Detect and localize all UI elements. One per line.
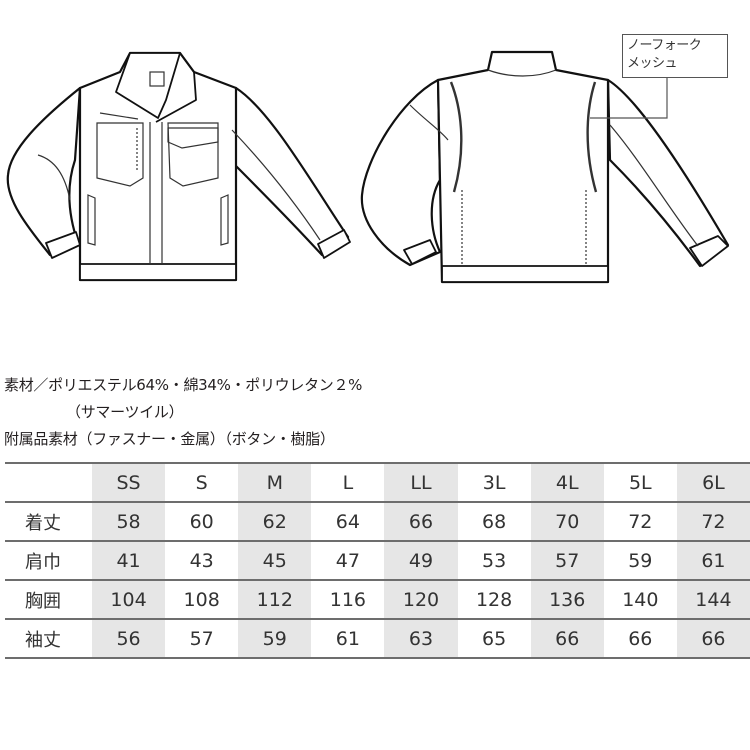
table-cell: 49 <box>384 541 458 581</box>
table-cell: 61 <box>676 541 750 581</box>
table-cell: 104 <box>92 580 166 620</box>
jacket-drawing-icon <box>6 50 730 284</box>
table-cell: 56 <box>92 619 166 659</box>
material-description: 素材／ポリエステル64%・綿34%・ポリウレタン２% （サマーツイル） 附属品素… <box>4 372 362 453</box>
table-cell: 108 <box>165 580 239 620</box>
table-cell: 60 <box>165 502 239 542</box>
size-col-header: L <box>311 462 385 503</box>
corner-cell <box>5 462 92 503</box>
table-cell: 66 <box>384 502 458 542</box>
table-cell: 62 <box>238 502 312 542</box>
table-cell: 43 <box>165 541 239 581</box>
table-cell: 59 <box>603 541 677 581</box>
table-cell: 59 <box>238 619 312 659</box>
table-cell: 136 <box>530 580 604 620</box>
table-cell: 70 <box>530 502 604 542</box>
table-cell: 116 <box>311 580 385 620</box>
table-cell: 64 <box>311 502 385 542</box>
no-fork-mesh-callout: ノーフォーク メッシュ <box>622 34 728 78</box>
size-chart-table: SS S M L LL 3L 4L 5L 6L 着丈 58 60 62 64 6… <box>5 462 750 659</box>
size-col-header: 3L <box>457 462 531 503</box>
table-cell: 120 <box>384 580 458 620</box>
table-cell: 140 <box>603 580 677 620</box>
table-cell: 57 <box>165 619 239 659</box>
table-cell: 58 <box>92 502 166 542</box>
size-col-header: M <box>238 462 312 503</box>
table-cell: 57 <box>530 541 604 581</box>
table-cell: 47 <box>311 541 385 581</box>
material-line-weave: （サマーツイル） <box>66 403 184 421</box>
table-row-chest: 胸囲 104 108 112 116 120 128 136 140 144 <box>5 580 750 620</box>
size-col-header: 4L <box>530 462 604 503</box>
row-label: 胸囲 <box>5 580 92 620</box>
size-col-header: S <box>165 462 239 503</box>
row-label: 肩巾 <box>5 541 92 581</box>
table-row-body-length: 着丈 58 60 62 64 66 68 70 72 72 <box>5 502 750 542</box>
size-col-header: 6L <box>676 462 750 503</box>
size-header-row: SS S M L LL 3L 4L 5L 6L <box>5 462 750 503</box>
table-cell: 65 <box>457 619 531 659</box>
size-col-header: SS <box>92 462 166 503</box>
table-cell: 63 <box>384 619 458 659</box>
callout-line1: ノーフォーク <box>627 38 702 53</box>
table-cell: 61 <box>311 619 385 659</box>
table-cell: 66 <box>603 619 677 659</box>
table-cell: 128 <box>457 580 531 620</box>
size-col-header: 5L <box>603 462 677 503</box>
row-label: 袖丈 <box>5 619 92 659</box>
table-cell: 144 <box>676 580 750 620</box>
material-line-accessories: 附属品素材（ファスナー・金属）（ボタン・樹脂） <box>4 430 335 448</box>
table-cell: 68 <box>457 502 531 542</box>
jacket-illustrations <box>0 0 750 300</box>
size-col-header: LL <box>384 462 458 503</box>
table-row-sleeve-length: 袖丈 56 57 59 61 63 65 66 66 66 <box>5 619 750 659</box>
callout-line2: メッシュ <box>627 56 678 71</box>
table-cell: 41 <box>92 541 166 581</box>
table-cell: 72 <box>676 502 750 542</box>
table-cell: 66 <box>676 619 750 659</box>
table-cell: 45 <box>238 541 312 581</box>
table-row-shoulder-width: 肩巾 41 43 45 47 49 53 57 59 61 <box>5 541 750 581</box>
row-label: 着丈 <box>5 502 92 542</box>
table-cell: 112 <box>238 580 312 620</box>
material-line-fabric: 素材／ポリエステル64%・綿34%・ポリウレタン２% <box>4 376 363 394</box>
table-cell: 66 <box>530 619 604 659</box>
table-cell: 72 <box>603 502 677 542</box>
table-cell: 53 <box>457 541 531 581</box>
